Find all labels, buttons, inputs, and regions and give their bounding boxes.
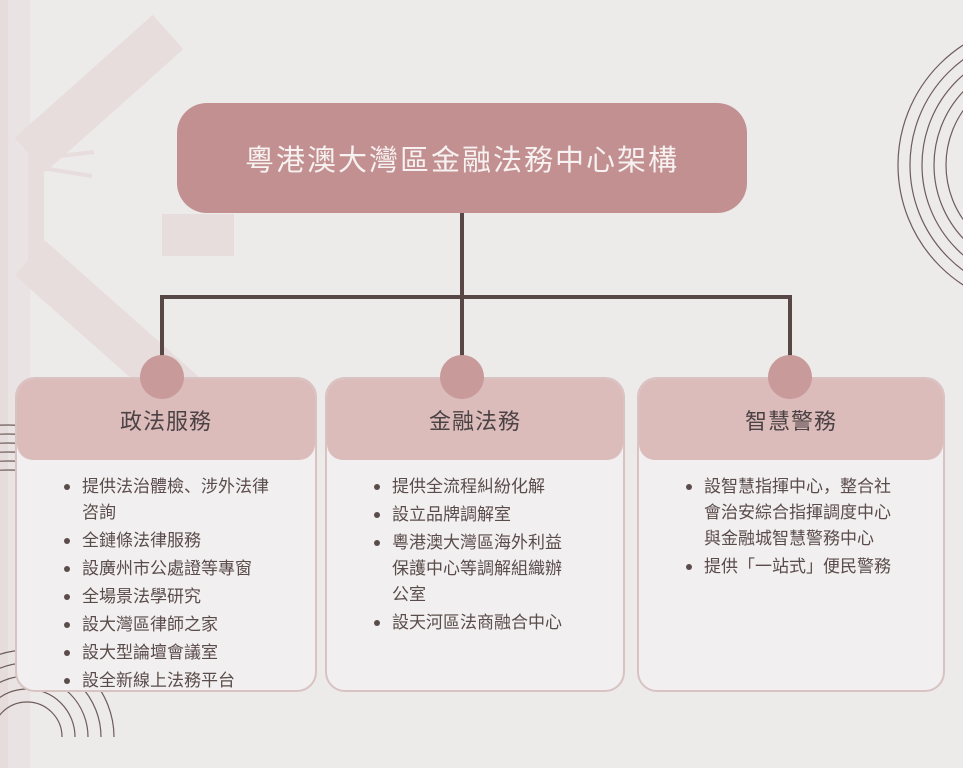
list-item: 設廣州市公處證等專窗 bbox=[62, 556, 279, 582]
list-item: 設智慧指揮中心，整合社會治安綜合指揮調度中心與金融城智慧警務中心 bbox=[684, 474, 906, 552]
node-circle-right bbox=[768, 355, 812, 399]
list-item: 全場景法學研究 bbox=[62, 584, 279, 610]
node-circle-middle bbox=[440, 355, 484, 399]
branch-item-list: 提供法治體檢、涉外法律咨詢 全鏈條法律服務 設廣州市公處證等專窗 全場景法學研究… bbox=[17, 474, 315, 690]
list-item: 設大型論壇會議室 bbox=[62, 640, 279, 666]
chart-title: 粵港澳大灣區金融法務中心架構 bbox=[244, 145, 679, 177]
list-item: 設立品牌調解室 bbox=[372, 502, 574, 528]
list-item: 設全新線上法務平台 bbox=[62, 668, 279, 690]
list-item: 提供法治體檢、涉外法律咨詢 bbox=[62, 474, 279, 526]
branch-item-list: 提供全流程糾紛化解 設立品牌調解室 粵港澳大灣區海外利益保護中心等調解組織辦公室… bbox=[327, 474, 623, 636]
concentric-rings-top-right-decor bbox=[897, 44, 963, 286]
connector-stub-left bbox=[160, 295, 164, 365]
list-item: 設大灣區律師之家 bbox=[62, 612, 279, 638]
list-item: 設天河區法商融合中心 bbox=[372, 610, 574, 636]
node-circle-left bbox=[140, 355, 184, 399]
branch-title: 智慧警務 bbox=[744, 408, 837, 434]
branch-card-political-legal-services: 政法服務 提供法治體檢、涉外法律咨詢 全鏈條法律服務 設廣州市公處證等專窗 全場… bbox=[15, 377, 317, 692]
branch-title: 金融法務 bbox=[428, 408, 521, 434]
list-item: 全鏈條法律服務 bbox=[62, 528, 279, 554]
chart-title-node: 粵港澳大灣區金融法務中心架構 bbox=[177, 103, 747, 213]
branch-title: 政法服務 bbox=[119, 408, 212, 434]
list-item: 提供全流程糾紛化解 bbox=[372, 474, 574, 500]
list-item: 提供「一站式」便民警務 bbox=[684, 554, 906, 580]
branch-card-smart-policing: 智慧警務 設智慧指揮中心，整合社會治安綜合指揮調度中心與金融城智慧警務中心 提供… bbox=[637, 377, 945, 692]
connector-vertical-main bbox=[460, 212, 464, 299]
list-item: 粵港澳大灣區海外利益保護中心等調解組織辦公室 bbox=[372, 530, 574, 608]
connector-stub-middle bbox=[460, 295, 464, 365]
branch-card-financial-legal-affairs: 金融法務 提供全流程糾紛化解 設立品牌調解室 粵港澳大灣區海外利益保護中心等調解… bbox=[325, 377, 625, 692]
branch-item-list: 設智慧指揮中心，整合社會治安綜合指揮調度中心與金融城智慧警務中心 提供「一站式」… bbox=[639, 474, 943, 580]
connector-horizontal bbox=[160, 295, 792, 299]
connector-stub-right bbox=[788, 295, 792, 365]
